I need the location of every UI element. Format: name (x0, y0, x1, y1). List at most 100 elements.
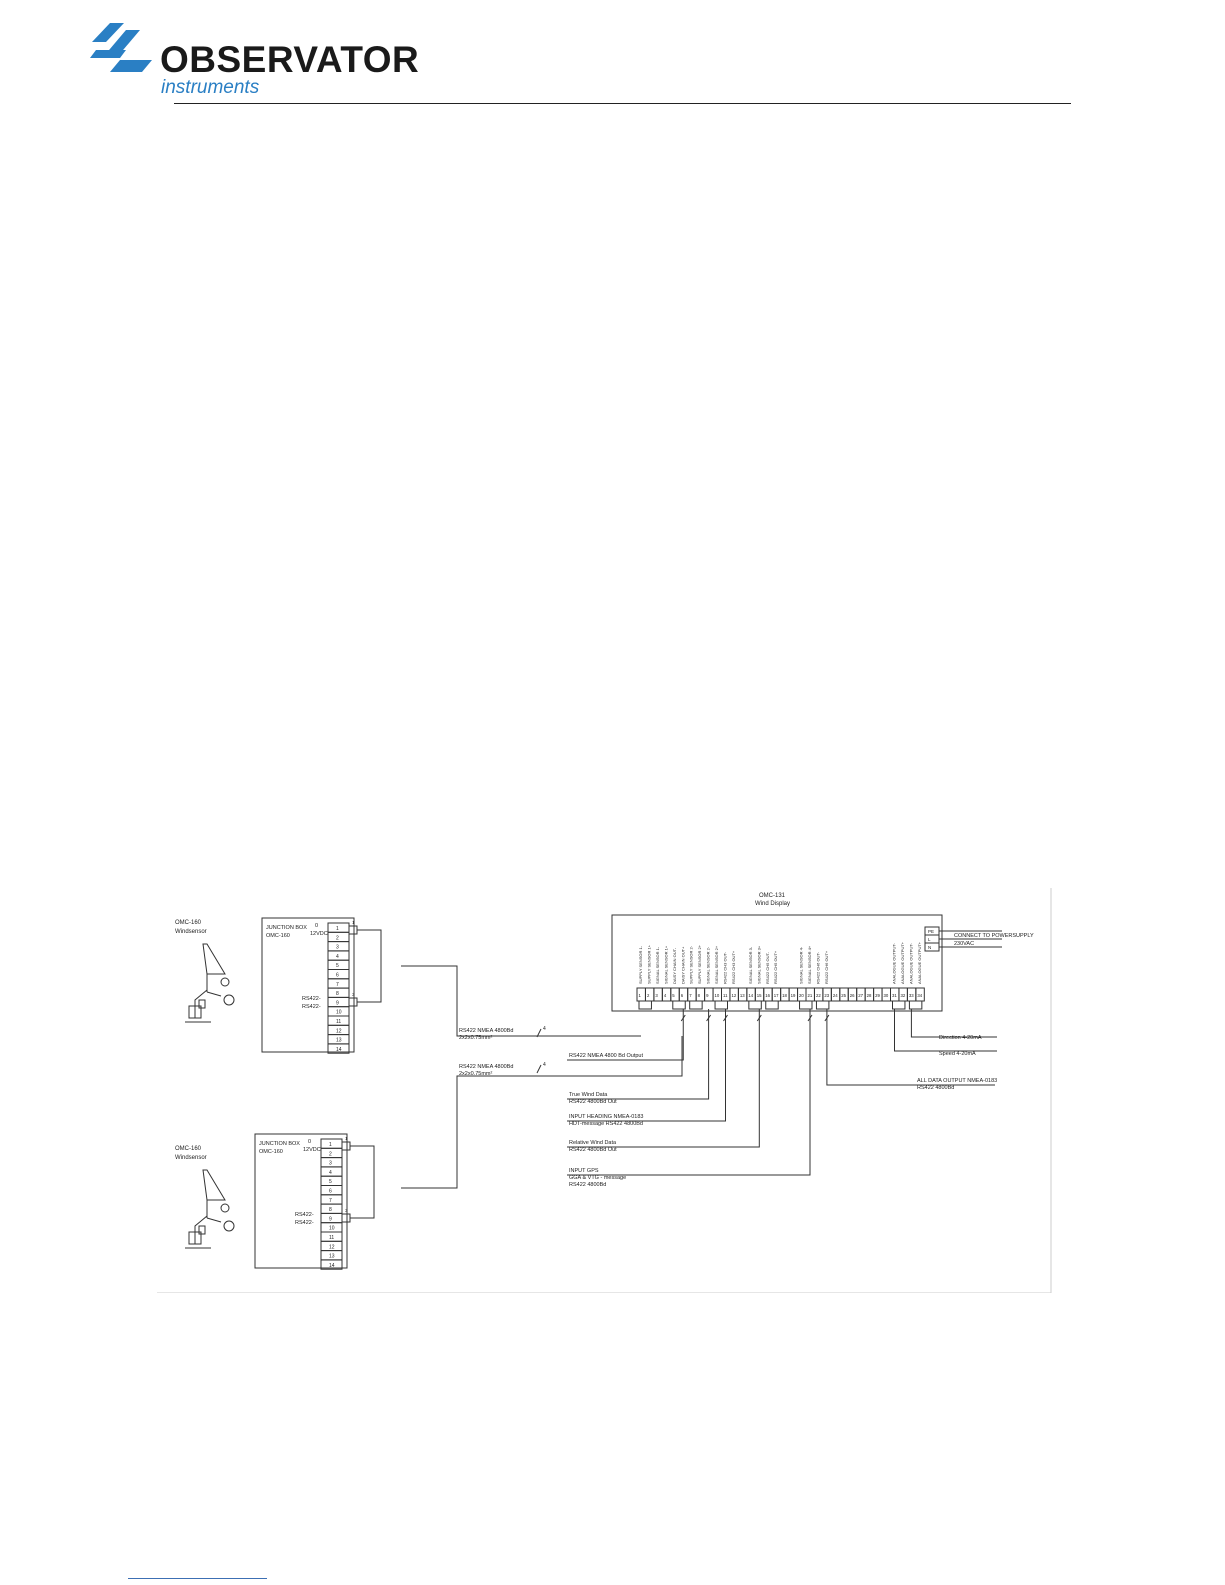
junction-box-model: OMC-160 (259, 1149, 283, 1155)
display-terminal-number: 30 (884, 993, 889, 998)
terminal-function-label: SIGNAL SENSOR 4- (799, 946, 804, 984)
junction-terminal (327, 1043, 350, 1054)
output-wire (567, 1009, 811, 1176)
terminal-connector (714, 1000, 728, 1010)
connector-pin-label: 1 (352, 920, 355, 925)
display-terminal-number: 22 (816, 993, 821, 998)
terminal-function-label: ANALOGUE OUTPUT+ (900, 941, 905, 984)
terminal-connector (815, 1000, 830, 1010)
display-terminal-number: 16 (765, 993, 770, 998)
junction-box-power-label: 0 (308, 1139, 311, 1145)
output-label: INPUT GPS (569, 1168, 599, 1174)
diagram-frame (157, 888, 1052, 1293)
junction-terminal-number: 5 (329, 1179, 332, 1185)
wire-tick (723, 1014, 728, 1022)
junction-terminal-number: 8 (329, 1207, 332, 1213)
output-wire (826, 1009, 995, 1086)
display-terminal-number: 5 (672, 993, 675, 998)
terminal-function-label: SUPPLY SENSOR 2- (689, 945, 694, 984)
junction-box-title: JUNCTION BOX (266, 925, 307, 931)
sensor-model-label: OMC-160 (175, 1146, 202, 1152)
sensor-base (188, 1231, 202, 1245)
junction-box (261, 917, 355, 1053)
output-sub-label: RS422 4800Bd Out (569, 1147, 617, 1153)
display-terminal-number: 3 (655, 993, 658, 998)
header-divider (174, 103, 1071, 104)
junction-terminal-number: 12 (336, 1028, 342, 1034)
output-wire (567, 1009, 684, 1061)
display-terminal-number: 21 (808, 993, 813, 998)
terminal-connector (672, 1000, 686, 1010)
junction-loop-wire (350, 1145, 375, 1219)
sensor-arm (206, 1217, 222, 1223)
brand-tagline: instruments (161, 77, 260, 98)
display-terminal-number: 20 (799, 993, 804, 998)
wiring-diagram: OMC-160WindsensorOMC-160WindsensorJUNCTI… (157, 888, 1052, 1293)
output-wire (567, 1009, 726, 1122)
cable-tick (536, 1028, 542, 1038)
wire-tick (824, 1014, 830, 1022)
display-terminal-number: 14 (748, 993, 753, 998)
cup-icon (220, 977, 230, 987)
junction-box-model: OMC-160 (266, 933, 290, 939)
terminal-function-label: DAISY CHAIN OUT- (672, 947, 677, 984)
display-terminal-number: 31 (892, 993, 897, 998)
junction-rs422-label: RS422- (302, 1004, 321, 1010)
connector-bracket (348, 997, 358, 1007)
cup-icon (220, 1203, 230, 1213)
terminal-connector (638, 1000, 652, 1010)
wind-vane-icon (202, 1169, 226, 1201)
junction-terminal-number: 8 (336, 991, 339, 997)
display-terminal-number: 6 (681, 993, 684, 998)
junction-terminal-number: 1 (329, 1142, 332, 1148)
terminal-function-label: RS422 CH3 OUT+ (731, 950, 736, 984)
cup-icon (223, 994, 235, 1006)
cable-spec-label: 2x2x0.75mm² (459, 1035, 492, 1041)
display-terminal-number: 26 (850, 993, 855, 998)
junction-terminal-number: 9 (329, 1216, 332, 1222)
junction-box-power-label: 0 (315, 923, 318, 929)
display-name-label: Wind Display (755, 901, 790, 907)
junction-box (254, 1133, 348, 1269)
display-terminal-number: 25 (841, 993, 846, 998)
sensor-clamp (198, 999, 206, 1009)
cable-label: RS422 NMEA 4800Bd (459, 1064, 513, 1070)
cable-label: RS422 NMEA 4800Bd (459, 1028, 513, 1034)
analogue-wire (894, 1009, 997, 1052)
wire-tick (756, 1014, 762, 1022)
junction-rs422-label: RS422- (295, 1220, 314, 1226)
junction-terminal-number: 2 (336, 935, 339, 941)
observator-logo-icon (90, 23, 152, 72)
junction-terminal-number: 11 (336, 1019, 341, 1025)
junction-terminal-number: 3 (329, 1161, 332, 1167)
display-terminal-number: 34 (917, 993, 922, 998)
output-sub-label: RS422 4800Bd Out (569, 1099, 617, 1105)
junction-rs422-label: RS422- (302, 996, 321, 1002)
display-terminal-number: 33 (909, 993, 914, 998)
output-label: True Wind Data (569, 1092, 608, 1098)
output-label: INPUT HEADING NMEA-0183 (569, 1114, 643, 1120)
terminal-function-label: SIGNAL SENSOR 4+ (807, 945, 812, 984)
cable-tick (536, 1064, 542, 1074)
sensor-arm (206, 991, 222, 997)
display-terminal-number: 23 (824, 993, 829, 998)
power-terminal-label: L (928, 937, 931, 942)
junction-terminal-number: 1 (336, 926, 339, 932)
wind-display-box (611, 914, 943, 1012)
wire-tick (807, 1014, 813, 1022)
terminal-function-label: SIGNAL SENSOR 2+ (714, 945, 719, 984)
output-label: Direction 4-20mA (939, 1035, 982, 1041)
junction-terminal-number: 6 (329, 1189, 332, 1195)
cable-wire (401, 965, 641, 1037)
terminal-function-label: RS422 CH5 OUT+ (773, 950, 778, 984)
junction-terminal-number: 10 (336, 1010, 342, 1016)
terminal-function-label: ANALOGUE OUTPUT- (892, 942, 897, 984)
display-terminal-number: 27 (858, 993, 863, 998)
terminal-function-label: SIGNAL SENSOR 3- (748, 946, 753, 984)
wire-tick (680, 1014, 686, 1022)
power-terminal-label: N (928, 945, 931, 950)
junction-terminal-number: 2 (329, 1151, 332, 1157)
output-sub-label: RS422 4800Bd (569, 1182, 606, 1188)
junction-box-power-label: 12VDC (310, 931, 328, 937)
cable-spec-label: 2x2x0.75mm² (459, 1071, 492, 1077)
